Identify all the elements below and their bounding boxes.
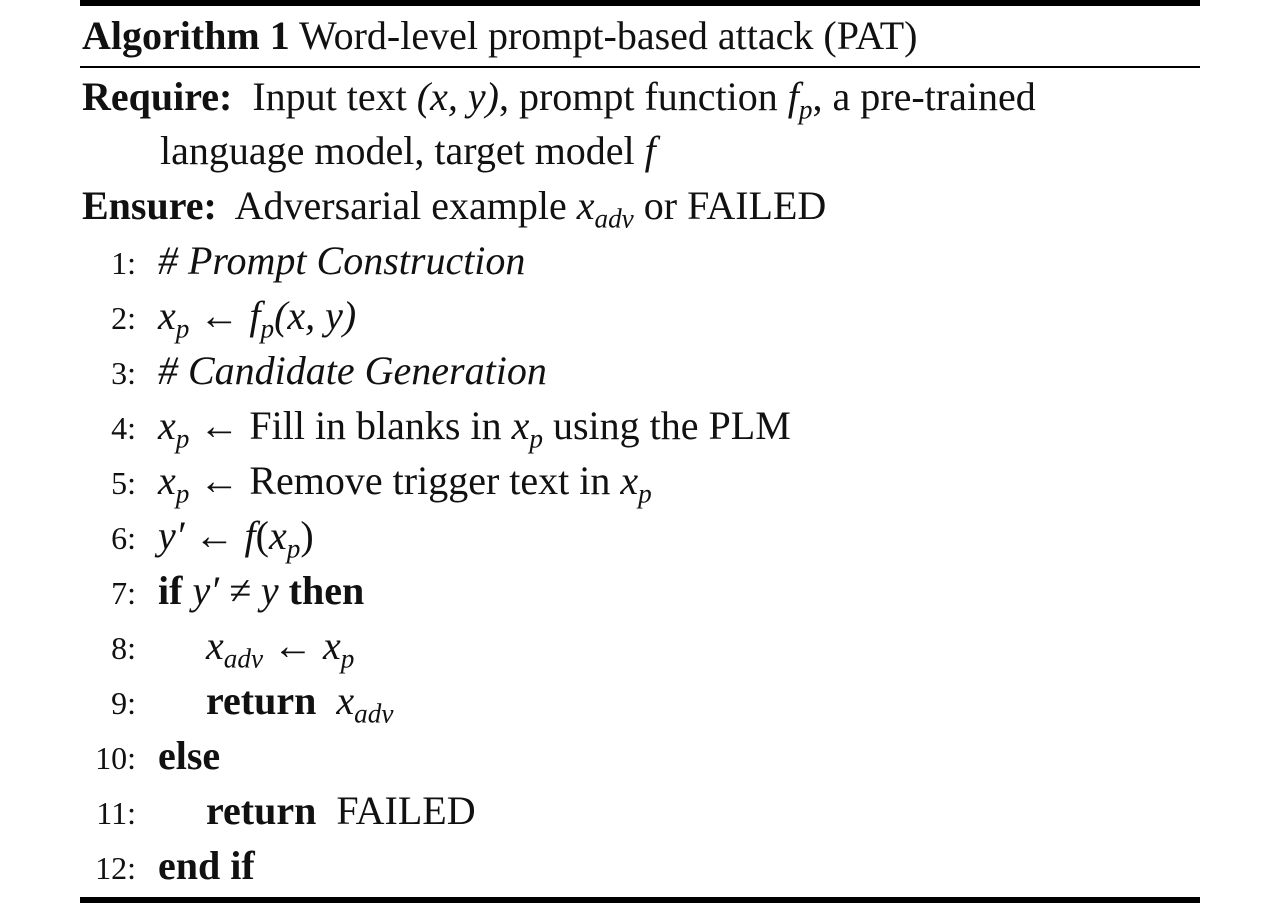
algo-line-7: 7: if y′ ≠ y then [80, 564, 364, 618]
require-f: f [644, 128, 656, 173]
ensure-text-2: or FAILED [633, 183, 827, 228]
comment-candidate-generation: # Candidate Generation [158, 348, 547, 393]
algo-line-10: 10: else [80, 729, 220, 783]
ensure-line: Ensure: Adversarial example xadv or FAIL… [82, 179, 826, 233]
require-xy: (x, y) [416, 74, 499, 119]
statement: xp ← Fill in blanks in xp using the PLM [158, 403, 791, 454]
algo-line-11: 11: return FAILED [80, 784, 476, 838]
line-number: 11: [96, 795, 136, 831]
line-number: 5: [111, 465, 136, 501]
require-fp: fp [787, 74, 813, 125]
algo-line-8: 8: xadv ← xp [80, 619, 354, 673]
algo-line-4: 4: xp ← Fill in blanks in xp using the PL… [80, 399, 791, 453]
require-line-2: language model, target model f [160, 124, 656, 178]
algo-line-9: 9: return xadv [80, 674, 393, 728]
algorithm-caption: Algorithm 1 Word-level prompt-based atta… [82, 12, 918, 60]
algorithm-block: Algorithm 1 Word-level prompt-based atta… [80, 0, 1200, 905]
algo-line-3: 3: # Candidate Generation [80, 344, 547, 398]
statement: return FAILED [206, 788, 476, 833]
require-text-2: , prompt function [498, 74, 788, 119]
line-number: 1: [111, 245, 136, 281]
line-number: 3: [111, 355, 136, 391]
line-number: 12: [95, 850, 136, 886]
algorithm-label: Algorithm 1 [82, 13, 290, 58]
keyword-end-if: end if [158, 843, 255, 888]
keyword-else: else [158, 733, 221, 778]
statement: return xadv [206, 678, 394, 729]
algo-line-2: 2: xp ← fp(x, y) [80, 289, 356, 343]
algo-line-5: 5: xp ← Remove trigger text in xp [80, 454, 652, 508]
require-text-4: language model, target model [160, 128, 645, 173]
algo-line-1: 1: # Prompt Construction [80, 234, 525, 288]
ensure-label: Ensure: [82, 183, 217, 228]
statement: if y′ ≠ y then [158, 568, 365, 613]
line-number: 2: [111, 300, 136, 336]
line-number: 6: [111, 520, 136, 556]
algo-line-6: 6: y′ ← f(xp) [80, 509, 314, 563]
require-line: Require: Input text (x, y), prompt funct… [82, 70, 1036, 124]
require-text-1: Input text [252, 74, 417, 119]
require-text-3: , a pre-trained [812, 74, 1036, 119]
line-number: 8: [111, 630, 136, 666]
line-number: 4: [111, 410, 136, 446]
statement: xadv ← xp [206, 623, 355, 674]
algo-line-12: 12: end if [80, 839, 255, 893]
line-number: 10: [95, 740, 136, 776]
comment-prompt-construction: # Prompt Construction [158, 238, 526, 283]
line-number: 7: [111, 575, 136, 611]
caption-rule [80, 66, 1200, 68]
ensure-text-1: Adversarial example [234, 183, 577, 228]
statement: xp ← fp(x, y) [158, 293, 357, 344]
algorithm-title: Word-level prompt-based attack (PAT) [299, 13, 918, 58]
statement: y′ ← f(xp) [158, 513, 314, 564]
require-label: Require: [82, 74, 233, 119]
statement: xp ← Remove trigger text in xp [158, 458, 652, 509]
ensure-xadv: xadv [576, 183, 634, 234]
bottom-rule [80, 897, 1200, 903]
top-rule [80, 0, 1200, 6]
line-number: 9: [111, 685, 136, 721]
